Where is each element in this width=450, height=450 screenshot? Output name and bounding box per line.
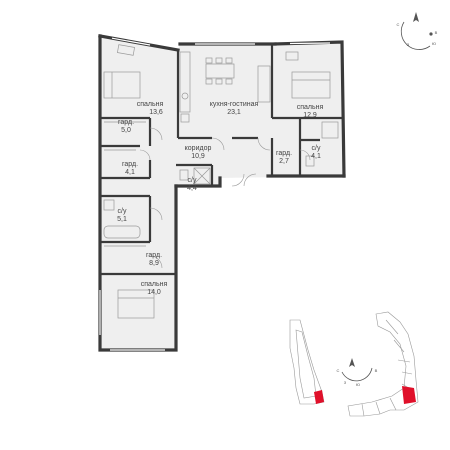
room-label-wardrobe-bottom-left: гард. — [146, 252, 162, 259]
compass-top-needle-icon — [413, 12, 419, 22]
toilet-icon-center — [179, 169, 189, 181]
room-label-bedroom-bottom: спальня — [141, 281, 168, 288]
sink-icon — [103, 199, 115, 211]
compass-top-letter-n: С — [397, 22, 400, 27]
compass-top-arc — [400, 21, 431, 50]
room-area-bedroom-bottom: 14,0 — [147, 289, 161, 296]
compass-mini-letter-w: З — [344, 380, 347, 385]
compass-mini: С Ю З В — [337, 358, 378, 387]
room-area-bathroom-left: 5,1 — [117, 216, 127, 223]
apartment-floor — [100, 36, 344, 350]
compass-top-letter-w: З — [407, 42, 410, 47]
windows — [99, 37, 331, 351]
room-labels: спальня 13,6 кухня-гостиная 23,1 спальня… — [117, 101, 323, 296]
toilet-icon — [305, 155, 315, 167]
sofa-icon — [257, 65, 271, 103]
room-label-wardrobe-mid-left: гард. — [122, 161, 138, 168]
compass-top-letter-e: В — [435, 30, 438, 35]
compass-top-letter-s: Ю — [432, 41, 436, 46]
compass-top: С Ю З В — [397, 12, 438, 50]
site-left-inner — [295, 329, 317, 399]
room-label-wardrobe-right: гард. — [276, 150, 292, 157]
room-area-wardrobe-bottom-left: 8,9 — [149, 260, 159, 267]
bed-icon-bottom — [117, 289, 155, 319]
bed-icon-right — [291, 71, 331, 99]
bed-icon — [103, 71, 141, 99]
door-swings — [139, 127, 311, 269]
site-plan — [289, 311, 419, 417]
compass-mini-letter-s: Ю — [356, 382, 360, 387]
room-area-wardrobe-right: 2,7 — [279, 158, 289, 165]
room-label-bedroom-top-left: спальня — [137, 101, 164, 108]
compass-mini-letter-e: В — [375, 368, 378, 373]
compass-mini-letter-n: С — [337, 368, 340, 373]
room-label-bathroom-right: с/у — [312, 145, 321, 152]
desk-icon — [117, 44, 135, 56]
room-label-corridor: коридор — [185, 145, 212, 152]
furniture — [103, 44, 339, 319]
room-area-corridor: 10,9 — [191, 153, 205, 160]
room-area-kitchen-living: 23,1 — [227, 109, 241, 116]
room-area-bathroom-right: 4,1 — [311, 153, 321, 160]
compass-mini-needle-icon — [349, 358, 355, 367]
room-area-bedroom-top-right: 12,9 — [303, 112, 317, 119]
room-area-wardrobe-mid-left: 4,1 — [125, 169, 135, 176]
room-area-bathroom-center: 4,4 — [187, 185, 197, 192]
room-label-bedroom-top-right: спальня — [297, 104, 324, 111]
room-area-wardrobe-top-left: 5,0 — [121, 127, 131, 134]
compass-mini-arc — [341, 367, 373, 382]
kitchen-counter-icon — [179, 51, 191, 113]
shower-icon — [321, 121, 339, 139]
site-highlight-building-left — [314, 390, 324, 404]
interior-walls — [100, 44, 342, 276]
bathtub-icon — [103, 225, 141, 239]
site-highlight-apartment — [402, 386, 416, 404]
apartment-plan — [98, 34, 346, 352]
room-area-bedroom-top-left: 13,6 — [149, 109, 163, 116]
dining-table-icon — [205, 63, 235, 79]
room-label-wardrobe-top-left: гард. — [118, 119, 134, 126]
room-label-kitchen-living: кухня-гостиная — [210, 101, 259, 108]
shower-icon-center — [193, 167, 211, 185]
room-label-bathroom-center: с/у — [188, 177, 197, 184]
desk-icon-right — [285, 51, 299, 61]
compass-top-north-dot — [429, 32, 433, 36]
room-label-bathroom-left: с/у — [118, 208, 127, 215]
